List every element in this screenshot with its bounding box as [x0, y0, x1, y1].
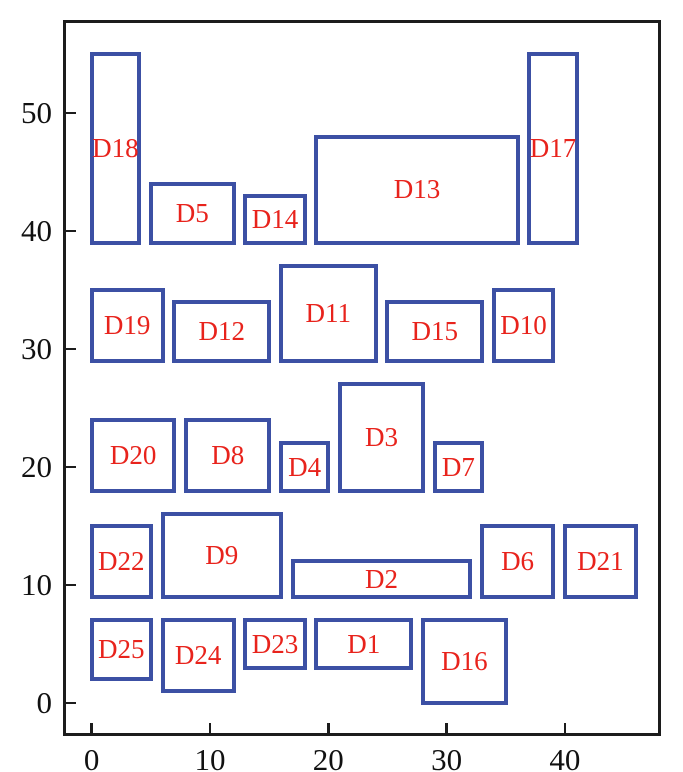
rect-label-D16: D16	[441, 646, 488, 677]
x-tick-30	[445, 723, 448, 733]
rect-label-D9: D9	[205, 540, 239, 571]
rect-D13: D13	[314, 134, 520, 245]
y-tick-label-20: 20	[21, 449, 52, 485]
x-tick-label-0: 0	[83, 742, 100, 772]
rect-label-D19: D19	[103, 309, 151, 340]
y-tick-label-0: 0	[36, 685, 53, 721]
x-tick-label-40: 40	[549, 742, 581, 772]
rect-label-D14: D14	[251, 203, 299, 234]
y-tick-10	[66, 583, 76, 587]
rect-D23: D23	[243, 618, 307, 670]
rect-D10: D10	[491, 288, 556, 363]
y-tick-40	[66, 229, 76, 233]
rect-D15: D15	[385, 299, 485, 363]
x-tick-0	[90, 723, 93, 733]
rect-label-D3: D3	[365, 422, 399, 453]
rect-D25: D25	[89, 618, 153, 682]
rect-D21: D21	[562, 524, 638, 599]
y-tick-label-50: 50	[21, 95, 52, 131]
y-tick-label-30: 30	[21, 331, 52, 367]
rect-D24: D24	[160, 618, 236, 694]
x-tick-10	[208, 723, 212, 733]
x-tick-label-10: 10	[194, 742, 226, 772]
rect-label-D21: D21	[577, 545, 624, 576]
x-tick-label-20: 20	[312, 742, 344, 772]
y-tick-50	[66, 111, 76, 115]
rect-label-D15: D15	[411, 315, 458, 346]
rect-D5: D5	[148, 181, 236, 245]
rect-label-D18: D18	[92, 132, 139, 163]
rect-label-D22: D22	[97, 545, 145, 576]
rect-D1: D1	[314, 618, 414, 670]
rect-D11: D11	[278, 264, 378, 363]
rect-D6: D6	[480, 524, 556, 599]
rect-D22: D22	[89, 524, 153, 599]
rect-D3: D3	[338, 382, 425, 493]
rect-label-D5: D5	[175, 197, 209, 228]
x-tick-20	[327, 723, 330, 733]
y-tick-0	[66, 701, 76, 705]
x-tick-label-30: 30	[431, 742, 463, 772]
rect-D8: D8	[184, 417, 272, 493]
y-tick-label-10: 10	[21, 567, 52, 603]
y-tick-label-40: 40	[21, 213, 52, 249]
rect-D2: D2	[290, 559, 473, 599]
rect-label-D4: D4	[288, 451, 322, 482]
rect-label-D17: D17	[529, 132, 577, 163]
rect-D20: D20	[89, 417, 177, 493]
rect-label-D7: D7	[441, 451, 475, 482]
rect-D12: D12	[172, 299, 272, 363]
rect-D17: D17	[527, 52, 579, 245]
rect-D4: D4	[278, 441, 331, 493]
rect-label-D23: D23	[251, 628, 299, 659]
rect-label-D13: D13	[393, 174, 441, 205]
rect-label-D25: D25	[97, 634, 145, 665]
rect-label-D12: D12	[198, 315, 246, 346]
rect-label-D2: D2	[365, 563, 398, 594]
rect-label-D6: D6	[501, 545, 535, 576]
rect-D9: D9	[160, 512, 283, 599]
rect-label-D24: D24	[174, 640, 222, 671]
rect-D16: D16	[420, 618, 508, 706]
rect-label-D1: D1	[347, 628, 381, 659]
rect-label-D8: D8	[211, 439, 245, 470]
y-tick-20	[66, 465, 76, 469]
y-tick-30	[66, 347, 76, 351]
rect-D14: D14	[243, 193, 307, 245]
rect-D7: D7	[432, 441, 485, 493]
rect-label-D20: D20	[109, 439, 157, 470]
rect-label-D10: D10	[500, 309, 547, 340]
rect-D18: D18	[89, 52, 141, 245]
rect-D19: D19	[89, 288, 165, 363]
rect-label-D11: D11	[305, 298, 352, 329]
x-tick-40	[563, 723, 567, 733]
